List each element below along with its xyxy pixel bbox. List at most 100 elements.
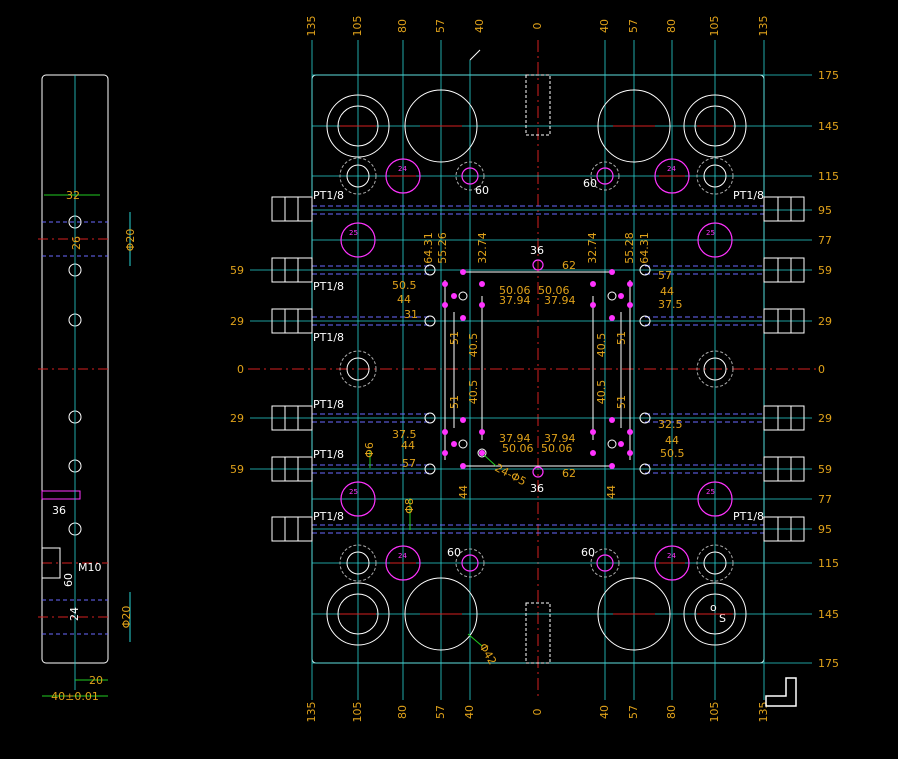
inner-dim: 37.94: [499, 432, 531, 445]
inner-dim: 51: [448, 331, 461, 345]
side-view: 32 26 Φ20 36 M10 60 24 Φ20 20 40±0.01: [38, 74, 137, 703]
ejector-points: [442, 269, 633, 469]
inner-dim: 57: [402, 457, 416, 470]
inner-dim: 44: [665, 434, 679, 447]
inner-dim: 44: [457, 485, 470, 499]
pin-label-25: 25: [349, 229, 358, 237]
left-y-label: 29: [230, 315, 244, 328]
guide-bore: [597, 89, 671, 163]
dim-phi6: Φ6: [363, 442, 376, 458]
inner-dim: 64.31: [638, 232, 651, 264]
corner-bore-outer: [326, 582, 390, 646]
pin-label-24: 24: [667, 165, 676, 173]
corner-bore-inner: [337, 105, 379, 147]
thread-label: PT1/8: [733, 510, 764, 523]
inner-dim: 32.74: [586, 232, 599, 264]
label-60: 60: [581, 546, 595, 559]
thread-label: PT1/8: [313, 331, 344, 344]
top-x-label: 57: [627, 19, 640, 33]
pin-24: [654, 545, 690, 581]
left-y-label: 0: [237, 363, 244, 376]
bottom-x-label: 40: [463, 705, 476, 719]
top-x-label: 135: [305, 16, 318, 37]
inner-dim: 51: [615, 395, 628, 409]
inner-dim: 32.74: [476, 232, 489, 264]
corner-bore-inner: [694, 593, 736, 635]
right-y-label: 175: [818, 657, 839, 670]
right-y-label: 59: [818, 264, 832, 277]
corner-bore-outer: [683, 94, 747, 158]
inner-dim: 44: [397, 293, 411, 306]
dim-62: 62: [562, 467, 576, 480]
thread-label: PT1/8: [733, 189, 764, 202]
corner-bore-inner: [337, 593, 379, 635]
left-y-label: 59: [230, 463, 244, 476]
inner-dim: 50.5: [392, 279, 417, 292]
plan-view: 135 105 80 57 40 0 40 57 80 105 135 135 …: [230, 16, 839, 723]
pin-label-24: 24: [398, 165, 407, 173]
center-marks: [340, 125, 733, 615]
thread-labels: PT1/8 PT1/8 PT1/8 PT1/8 PT1/8 PT1/8 PT1/…: [313, 189, 764, 523]
inner-center-dims-bottom: 37.94 37.94 50.06 50.06: [499, 432, 576, 455]
side-dim-24: 24: [68, 607, 81, 621]
inner-dim: 51: [615, 331, 628, 345]
thread-label: PT1/8: [313, 398, 344, 411]
fittings-left: [271, 196, 313, 542]
ucs-icon: [765, 677, 797, 707]
pin-25: [697, 222, 733, 258]
inner-dim: 50.06: [538, 284, 570, 297]
bottom-x-label: 105: [708, 702, 721, 723]
inner-dim: 57: [658, 269, 672, 282]
side-slot: [41, 490, 81, 500]
inner-dim: 40.5: [467, 333, 480, 358]
inner-dim: 50.06: [502, 442, 534, 455]
right-y-label: 77: [818, 234, 832, 247]
left-y-labels: 59 29 0 29 59: [230, 264, 244, 476]
s-marker: S: [719, 612, 726, 625]
inner-dim: 50.5: [660, 447, 685, 460]
inner-dim: 32.5: [658, 418, 683, 431]
thread-label: PT1/8: [313, 510, 344, 523]
right-y-label: 59: [818, 463, 832, 476]
label-60: 60: [447, 546, 461, 559]
side-thread-m10: M10: [78, 561, 102, 574]
top-x-label: 80: [665, 19, 678, 33]
channel-end-holes: [424, 264, 651, 475]
side-label-36: 36: [52, 504, 66, 517]
right-y-label: 77: [818, 493, 832, 506]
thread-label: PT1/8: [313, 280, 344, 293]
inner-dim: 40.5: [595, 333, 608, 358]
inner-vertical-dims-bottom: 44 44: [457, 485, 618, 499]
right-y-label: 0: [818, 363, 825, 376]
right-y-label: 145: [818, 120, 839, 133]
inner-dim: 37.94: [544, 432, 576, 445]
bottom-x-label: 135: [757, 702, 770, 723]
inner-vertical-dims-top: 64.31 55.26 32.74 32.74 55.28 64.31: [422, 232, 651, 264]
cooling-channels: [312, 205, 764, 534]
inner-dim: 37.5: [658, 298, 683, 311]
o-marker: o: [710, 601, 717, 614]
right-y-label: 115: [818, 170, 839, 183]
pin-24: [654, 158, 690, 194]
inner-dim: 64.31: [422, 232, 435, 264]
inner-dim: 37.94: [499, 294, 531, 307]
leader-line: [467, 633, 483, 647]
inner-dim: 40.5: [595, 380, 608, 405]
side-dim-32: 32: [66, 189, 80, 202]
pin-label-25: 25: [349, 488, 358, 496]
inner-center-dims-top: 50.06 50.06 37.94 37.94: [499, 284, 576, 307]
inner-dim: 40.5: [467, 380, 480, 405]
top-x-label: 105: [708, 16, 721, 37]
dim-62: 62: [562, 259, 576, 272]
top-x-label: 40: [473, 19, 486, 33]
corner-bores: [326, 89, 747, 651]
pin-label-25: 25: [706, 229, 715, 237]
guide-bore: [597, 577, 671, 651]
inner-dim: 44: [605, 485, 618, 499]
label-36: 36: [530, 482, 544, 495]
pin-label-25: 25: [706, 488, 715, 496]
right-y-label: 115: [818, 557, 839, 570]
inner-dim: 50.06: [541, 442, 573, 455]
thread-label: PT1/8: [313, 448, 344, 461]
bottom-x-label: 57: [434, 705, 447, 719]
